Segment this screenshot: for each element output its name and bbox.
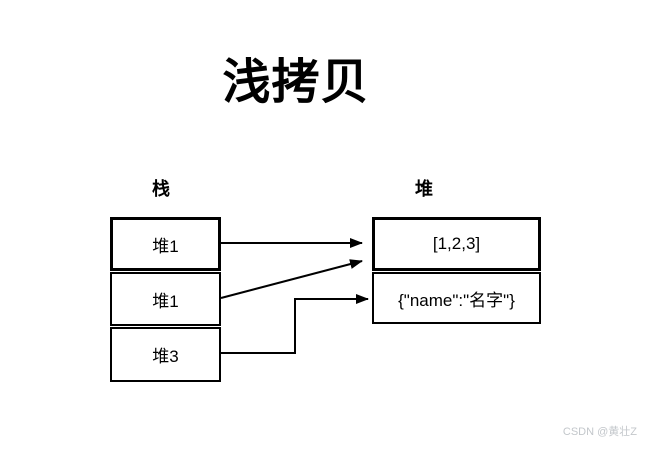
heap-box-2-label: {"name":"名字"}	[398, 290, 515, 310]
watermark: CSDN @黄壮Z	[562, 426, 637, 438]
stack-box-1-label: 堆1	[152, 236, 179, 256]
stack-column-label: 栈	[152, 179, 170, 199]
page-title: 浅拷贝	[222, 56, 370, 109]
heap-box-2: {"name":"名字"}	[372, 272, 541, 324]
stack-box-1: 堆1	[110, 217, 221, 271]
heap-column-label: 堆	[415, 179, 433, 199]
stack-box-3-label: 堆3	[152, 347, 179, 366]
stack-box-2: 堆1	[110, 272, 221, 326]
heap-box-1: [1,2,3]	[372, 217, 541, 271]
stack-box-3: 堆3	[110, 327, 221, 382]
stack-box-2-label: 堆1	[152, 291, 179, 311]
arrow-stack2-to-heap1	[220, 259, 363, 299]
arrow-stack3-to-heap2	[221, 294, 369, 354]
heap-box-1-label: [1,2,3]	[432, 234, 481, 253]
